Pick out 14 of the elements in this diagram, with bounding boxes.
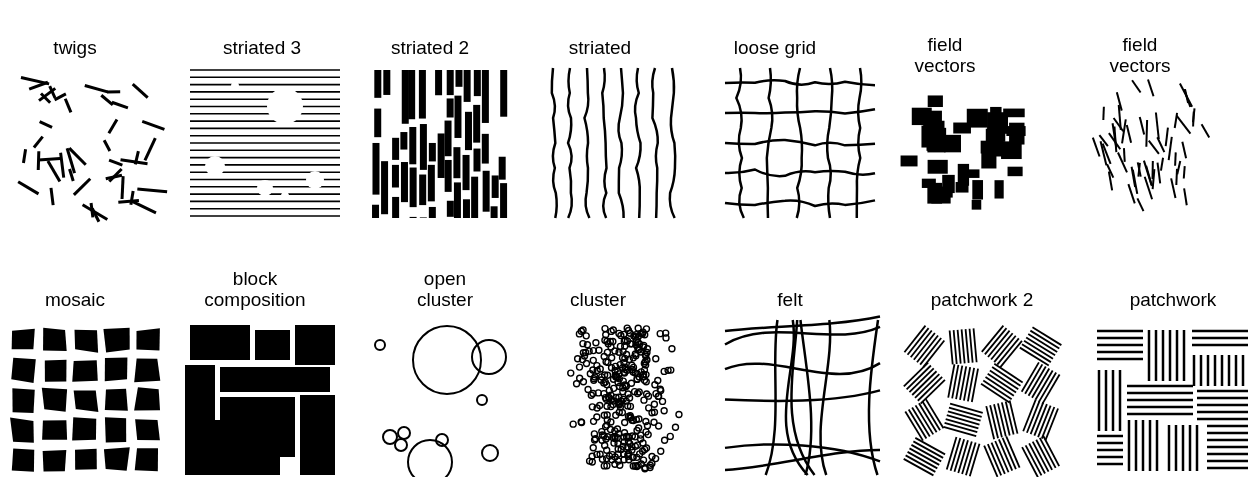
- pattern-label: striated 2: [390, 37, 470, 58]
- pattern-label: striated 3: [222, 37, 302, 58]
- pattern-label: field vectors: [1108, 34, 1172, 76]
- pattern-label: block composition: [203, 268, 307, 310]
- pattern-label: loose grid: [733, 37, 817, 58]
- pattern-label: twigs: [53, 37, 97, 58]
- pattern-label: open cluster: [416, 268, 474, 310]
- pattern-label: striated: [568, 37, 632, 58]
- pattern-label: cluster: [570, 289, 626, 310]
- pattern-label: field vectors: [913, 34, 977, 76]
- pattern-label: mosaic: [44, 289, 106, 310]
- pattern-label: patchwork: [1129, 289, 1217, 310]
- pattern-label: felt: [777, 289, 803, 310]
- pattern-label: patchwork 2: [930, 289, 1034, 310]
